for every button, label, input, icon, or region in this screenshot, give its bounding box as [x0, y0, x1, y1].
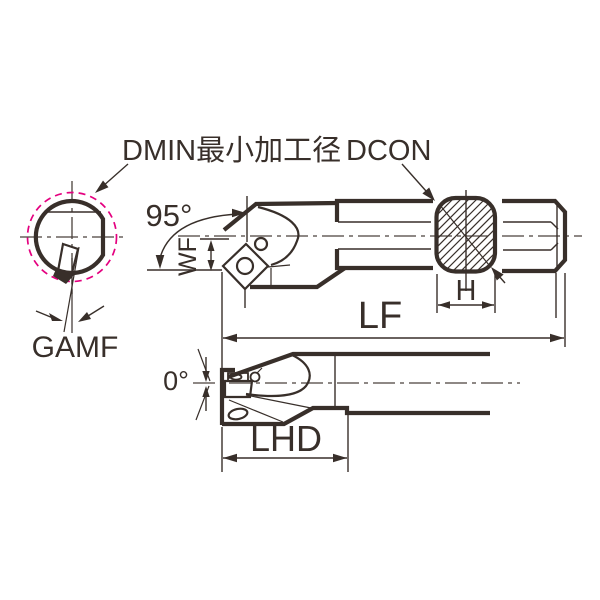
lf-label: LF: [358, 295, 402, 337]
dmin-label: DMIN最小加工径: [122, 134, 341, 167]
top-view-pocket-line-2: [245, 394, 312, 409]
h-arrow-left: [438, 301, 450, 309]
wf-arrow-down: [207, 260, 215, 271]
end-view: GAMF: [20, 181, 128, 364]
top-view-insert: [223, 379, 254, 399]
zero-slant-top: [197, 348, 211, 382]
side-view: 95° WF: [146, 190, 582, 374]
end-view-tip: [53, 269, 74, 284]
h-label: H: [456, 275, 477, 307]
lf-arrow-right: [550, 333, 564, 343]
zero-angle-label: 0°: [163, 366, 189, 396]
dcon-arrow-bottom-tail: [497, 274, 506, 284]
top-view-screw: [249, 371, 261, 383]
h-arrow-right: [482, 301, 494, 309]
zero-arrow-down: [202, 371, 210, 382]
gamf-arrow-right-tail: [87, 305, 105, 317]
top-view-front-edge: [219, 367, 235, 425]
lf-arrow-left: [223, 333, 237, 343]
angle-95-arrow-bottom: [155, 255, 165, 269]
top-view-blend-curve: [245, 354, 311, 398]
gamf-arrow-left: [49, 313, 63, 321]
top-view-screw-tail: [256, 367, 263, 374]
end-view-body-outline: [33, 198, 106, 276]
head-top-edge: [222, 200, 339, 232]
top-view-bottom-edge: [222, 405, 490, 427]
pocket-seam: [267, 264, 291, 268]
shank-right-outline: [502, 198, 568, 274]
top-view-clamp-slot: [229, 373, 243, 381]
clamp-screw-circle: [253, 236, 269, 252]
wf-label: WF: [174, 237, 202, 276]
head-bottom-edge: [250, 266, 347, 290]
side-view-insert: [221, 242, 270, 291]
dcon-leader-arrow: [422, 187, 435, 201]
top-view-pocket-line-1: [228, 399, 284, 423]
lhd-label: LHD: [250, 418, 322, 459]
dcon-leader: [401, 163, 427, 192]
zero-arrow-up: [202, 386, 210, 397]
angle-95-arc: [158, 213, 239, 263]
top-view-screw-hole: [227, 407, 249, 421]
angle-95-arrow-top: [232, 208, 246, 218]
shank-left-top: [334, 198, 433, 222]
lhd-arrow-right: [333, 453, 347, 463]
dcon-diameter-line: [438, 203, 490, 266]
head-blend-curve: [257, 205, 300, 267]
dmin-circle: [26, 191, 118, 283]
insert-hole: [235, 256, 255, 276]
angle-95-label: 95°: [146, 198, 193, 233]
lhd-arrow-left: [223, 453, 237, 463]
dmin-leader-arrow: [95, 180, 109, 193]
top-view: 0° LHD: [163, 348, 520, 472]
wf-arrow-up: [207, 240, 215, 251]
dmin-leader: [101, 163, 129, 188]
dcon-label: DCON: [346, 135, 431, 167]
shank-left-bottom: [334, 249, 433, 271]
callouts: DMIN最小加工径 DCON: [95, 134, 435, 201]
gamf-label: GAMF: [32, 331, 119, 364]
gamf-arrow-right: [78, 312, 91, 322]
gamf-arrow-left-tail: [35, 310, 54, 319]
top-view-top-edge: [227, 351, 490, 379]
